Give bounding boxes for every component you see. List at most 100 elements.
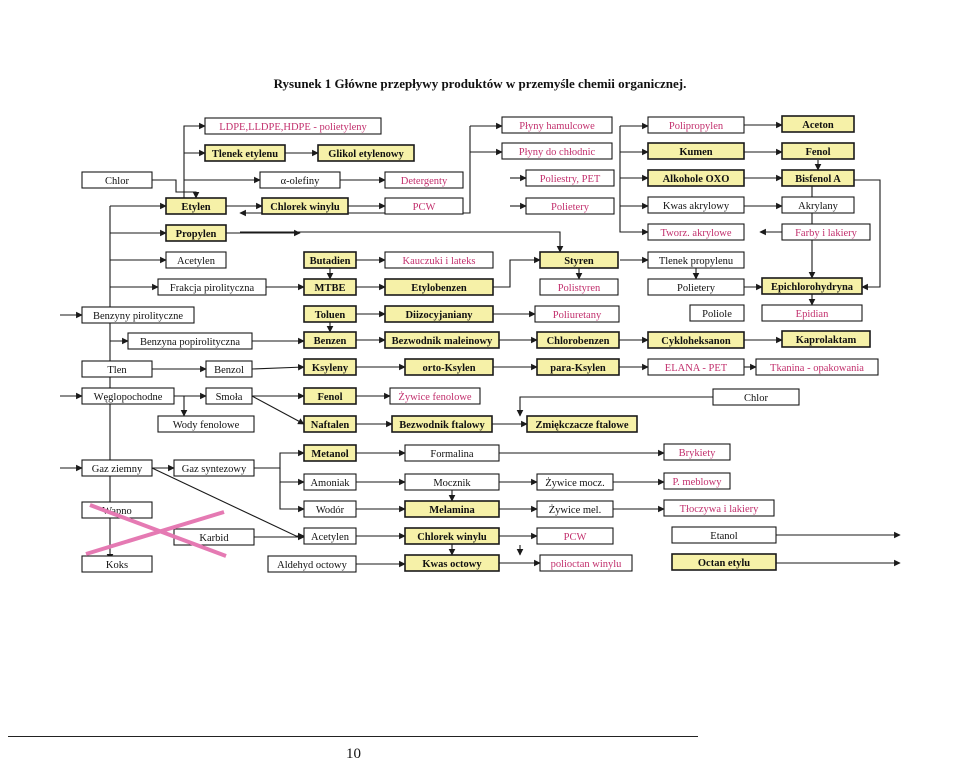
flow-arrow (279, 482, 305, 513)
node-label: Chlorek winylu (270, 202, 340, 213)
node-kwas-akr: Kwas akrylowy (647, 196, 745, 214)
node-label: Zmiękczacze ftalowe (536, 420, 629, 431)
node-label: Wodór (316, 505, 345, 516)
node-label: Diizocyjaniany (405, 310, 473, 321)
node-label: Chlor (744, 393, 768, 404)
node-etylobenzen: Etylobenzen (384, 278, 494, 296)
node-plyny-ham: Płyny hamulcowe (501, 116, 613, 134)
node-epidian: Epidian (761, 304, 863, 322)
node-label: Gaz ziemny (92, 464, 143, 475)
flow-arrow (254, 449, 305, 469)
node-label: Bezwodnik maleinowy (392, 336, 493, 347)
node-label: Propylen (176, 229, 217, 240)
figure-caption: Rysunek 1 Główne przepływy produktów w p… (273, 76, 687, 91)
node-label: Alkohole OXO (663, 174, 730, 185)
node-bezwodnik-mal: Bezwodnik maleinowy (384, 331, 500, 349)
node-label: Tkanina - opakowania (770, 363, 864, 374)
node-elana: ELANA - PET (647, 358, 745, 376)
node-label: Polipropylen (669, 121, 724, 132)
node-label: Płyny do chłodnic (519, 147, 596, 158)
node-label: Kwas octowy (422, 559, 482, 570)
node-propylen: Propylen (165, 224, 227, 242)
node-akrylany: Akrylany (781, 196, 855, 214)
node-label: Akrylany (798, 201, 838, 212)
node-butadien: Butadien (303, 251, 357, 269)
node-label: Epidian (796, 309, 829, 320)
node-weglopochodne: Węglopochodne (81, 387, 175, 405)
flow-arrow (251, 395, 305, 425)
node-label: Amoniak (310, 478, 350, 489)
node-label: Płyny hamulcowe (519, 121, 595, 132)
node-label: Tlen (107, 365, 127, 376)
node-label: Żywice fenolowe (398, 391, 472, 403)
node-label: ELANA - PET (665, 363, 728, 374)
node-label: Detergenty (401, 176, 448, 187)
node-chlor-left: Chlor (81, 171, 153, 189)
node-label: Etylobenzen (411, 283, 467, 294)
node-mocznik: Mocznik (404, 473, 500, 491)
node-label: PCW (564, 532, 587, 543)
flow-arrow (183, 122, 206, 198)
node-gaz-ziemny: Gaz ziemny (81, 459, 153, 477)
node-label: para-Ksylen (550, 363, 606, 374)
node-polietery-r: Polietery (647, 278, 745, 296)
node-label: Wapno (102, 506, 131, 517)
node-diizocyjaniany: Diizocyjaniany (384, 305, 494, 323)
node-label: Melamina (429, 505, 475, 516)
node-label: Tłoczywa i lakiery (680, 504, 759, 515)
node-poliestry: Poliestry, PET (525, 169, 615, 187)
node-label: Żywice mel. (549, 504, 601, 516)
flow-arrow (240, 231, 564, 253)
node-benzen: Benzen (303, 331, 357, 349)
node-tlenek-prop: Tlenek propylenu (647, 251, 745, 269)
node-polioctan: polioctan winylu (539, 554, 633, 572)
node-label: Tlenek etylenu (212, 149, 278, 160)
node-pcw-top: PCW (384, 197, 464, 215)
node-label: Acetylen (311, 532, 350, 543)
flow-arrow (854, 179, 881, 291)
node-label: Cykloheksanon (661, 336, 731, 347)
node-orto: orto-Ksylen (404, 358, 494, 376)
node-pcw-low: PCW (536, 527, 614, 545)
node-zywice-mel: Żywice mel. (536, 500, 614, 518)
node-label: Tworz. akrylowe (661, 228, 732, 239)
node-label: Butadien (310, 256, 351, 267)
flow-arrow (516, 396, 713, 417)
node-label: Karbid (199, 533, 229, 544)
node-octan: Octan etylu (671, 553, 777, 571)
node-benzol: Benzol (205, 360, 253, 378)
node-label: Kaprolaktam (796, 335, 857, 346)
node-label: Fenol (805, 147, 830, 158)
node-label: Polietery (551, 202, 590, 213)
page-number: 10 (346, 746, 361, 762)
node-label: Glikol etylenowy (328, 149, 404, 160)
node-smola: Smoła (205, 387, 253, 405)
node-label: Styren (564, 256, 594, 267)
node-label: Etanol (710, 531, 737, 542)
node-label: Benzyny pirolityczne (93, 311, 183, 322)
node-label: polioctan winylu (551, 559, 623, 570)
node-label: Aldehyd octowy (277, 560, 347, 571)
flow-arrow (279, 468, 305, 486)
node-label: orto-Ksylen (422, 363, 475, 374)
node-label: Gaz syntezowy (182, 464, 247, 475)
node-label: MTBE (315, 283, 346, 294)
node-label: Chlorek winylu (417, 532, 487, 543)
node-label: Polietery (677, 283, 716, 294)
node-etylen: Etylen (165, 197, 227, 215)
node-wodor: Wodór (303, 500, 357, 518)
node-label: PCW (413, 202, 436, 213)
node-label: Koks (106, 560, 128, 571)
node-fenol-r: Fenol (781, 142, 855, 160)
node-brykiety: Brykiety (663, 443, 731, 461)
flow-arrow (251, 363, 305, 371)
node-styren: Styren (539, 251, 619, 269)
node-amoniak: Amoniak (303, 473, 357, 491)
node-bisfenol: Bisfenol A (781, 169, 855, 187)
node-label: Toluen (315, 310, 346, 321)
node-label: Kwas akrylowy (663, 201, 730, 212)
node-label: LDPE,LLDPE,HDPE - polietyleny (219, 122, 367, 133)
node-glikol: Glikol etylenowy (317, 144, 415, 162)
node-label: Epichlorohydryna (771, 282, 854, 293)
